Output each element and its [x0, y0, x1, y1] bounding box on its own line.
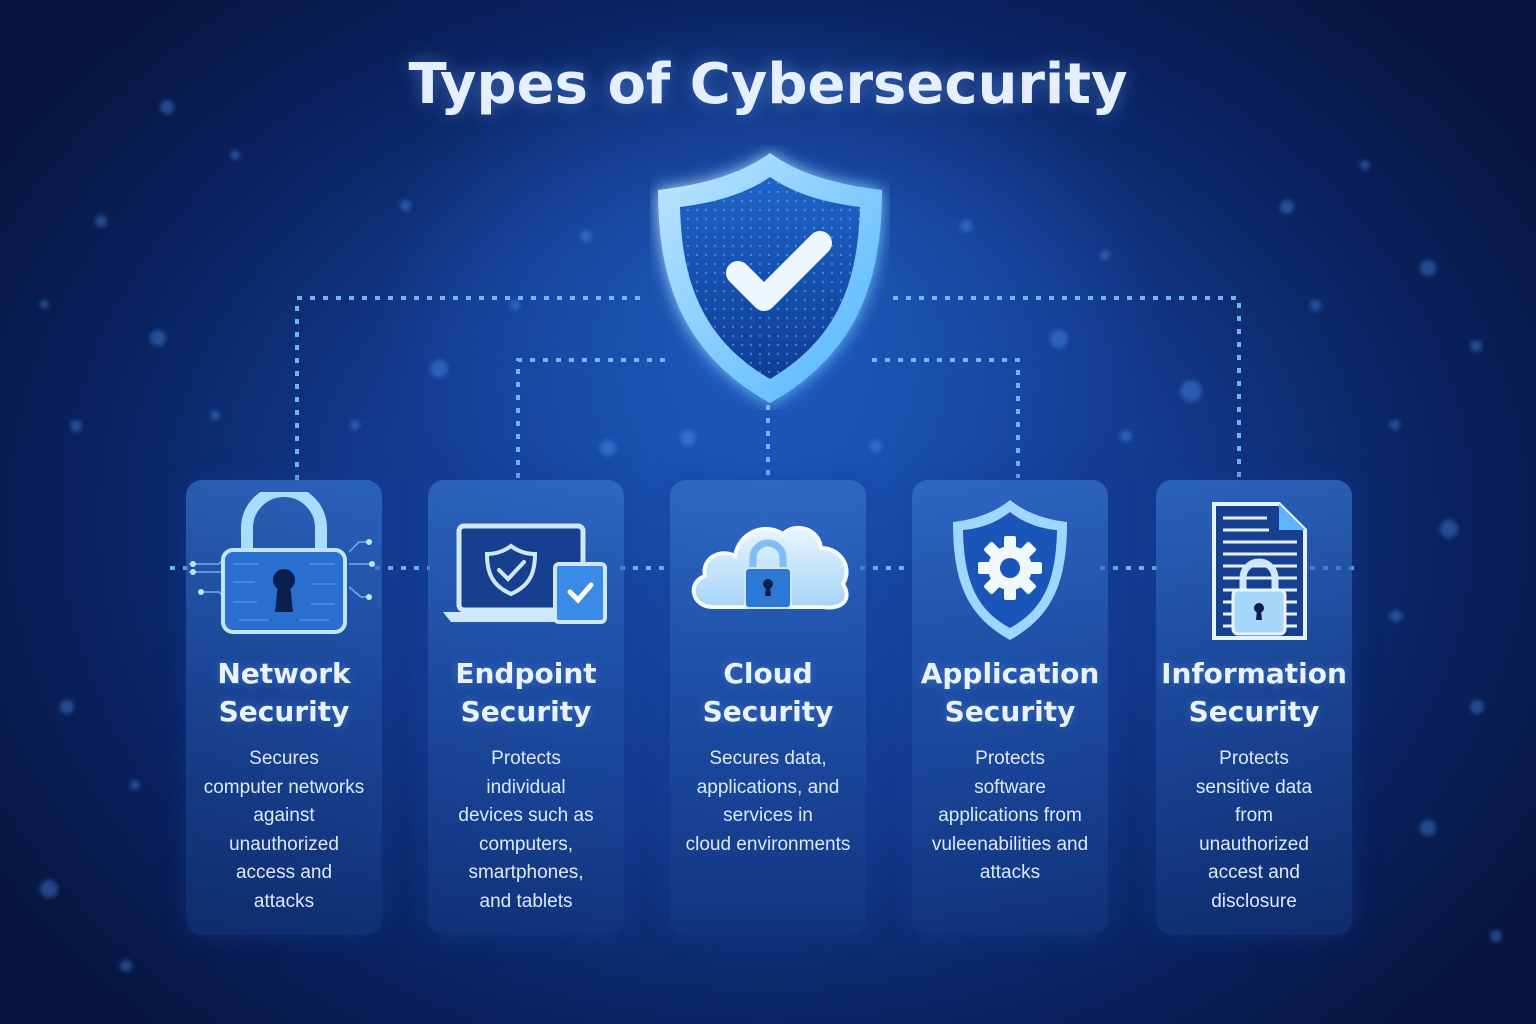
card-network-security: Network Security Secures computer networ… [186, 480, 382, 935]
card-cloud-security: Cloud Security Secures data, application… [670, 480, 866, 935]
card-application-security: Application Security Protects software a… [912, 480, 1108, 935]
document-lock-icon [1212, 502, 1307, 640]
card-description: Protects sensitive data from unauthorize… [1195, 748, 1313, 912]
card-description: Secures computer networks against unauth… [203, 748, 365, 912]
card-information-security: Information Security Protects sensitive … [1156, 480, 1352, 935]
card-description: Secures data, applications, and services… [685, 748, 851, 855]
card-title: Endpoint Security [455, 657, 597, 728]
shield-gear-icon [953, 500, 1067, 640]
padlock-circuit-icon [189, 492, 375, 634]
card-endpoint-security: Endpoint Security Protects individual de… [428, 480, 624, 935]
page-title: Types of Cybersecurity [408, 52, 1128, 117]
card-description: Protects software applications from vule… [931, 748, 1089, 883]
laptop-tablet-shield-icon [443, 523, 607, 624]
shield-check-icon [658, 153, 882, 403]
card-title: Network Security [217, 657, 351, 728]
card-title: Information Security [1161, 657, 1347, 728]
card-description: Protects individual devices such as comp… [458, 748, 594, 912]
card-title: Application Security [920, 657, 1100, 728]
cloud-lock-icon [691, 525, 849, 610]
card-title: Cloud Security [702, 657, 834, 728]
